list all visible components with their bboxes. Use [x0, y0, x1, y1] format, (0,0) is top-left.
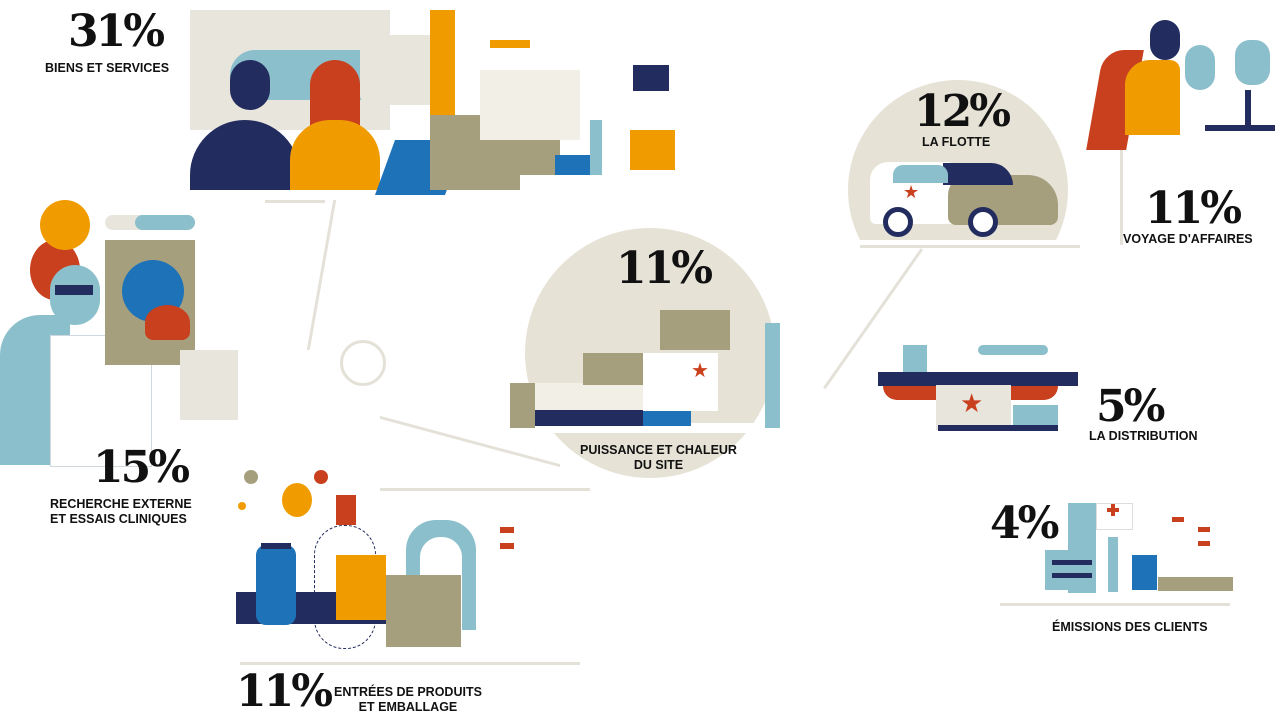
segment-percent: 11% — [616, 243, 713, 294]
segment-label: LA DISTRIBUTION — [1089, 429, 1198, 443]
lab-scientist-illustration — [0, 195, 240, 467]
label-line: PUISSANCE ET CHALEUR — [580, 443, 737, 457]
label-line: ENTRÉES DE PRODUITS — [334, 685, 482, 699]
power-plant-illustration: ★ — [505, 228, 795, 478]
connector-line — [240, 662, 580, 665]
car-illustration: ★ — [848, 80, 1068, 240]
segment-percent: 5% — [1096, 381, 1165, 432]
packaging-illustration — [236, 465, 526, 665]
label-line: ET EMBALLAGE — [358, 700, 458, 714]
connector-line — [1080, 140, 1123, 245]
hub-circle — [340, 340, 386, 386]
segment-percent: 11% — [1145, 183, 1242, 234]
segment-percent: 4% — [990, 498, 1059, 549]
plane-passenger-illustration — [1086, 15, 1275, 150]
segment-label: ÉMISSIONS DES CLIENTS — [1052, 620, 1208, 634]
connector-line — [306, 200, 387, 350]
office-workers-illustration — [190, 10, 720, 195]
connector-line — [1000, 603, 1230, 606]
label-line: ET ESSAIS CLINIQUES — [50, 512, 187, 526]
segment-percent: 15% — [93, 442, 190, 493]
ship-truck-illustration: ★ — [878, 330, 1098, 445]
segment-label: PUISSANCE ET CHALEUR DU SITE — [580, 443, 737, 473]
connector-line — [860, 245, 1080, 248]
segment-label: LA FLOTTE — [922, 135, 991, 149]
segment-label: RECHERCHE EXTERNE ET ESSAIS CLINIQUES — [50, 497, 192, 527]
label-line: DU SITE — [633, 458, 684, 472]
label-line: RECHERCHE EXTERNE — [50, 497, 192, 511]
hospital-illustration — [1040, 495, 1250, 595]
connector-line — [265, 200, 325, 203]
segment-label: BIENS ET SERVICES — [45, 61, 170, 75]
segment-label: ENTRÉES DE PRODUITS ET EMBALLAGE — [334, 685, 482, 715]
segment-label: VOYAGE D'AFFAIRES — [1123, 232, 1253, 246]
connector-line — [380, 488, 590, 491]
segment-percent: 11% — [236, 666, 333, 717]
segment-percent: 31% — [68, 6, 165, 57]
segment-percent: 12% — [914, 86, 1011, 137]
